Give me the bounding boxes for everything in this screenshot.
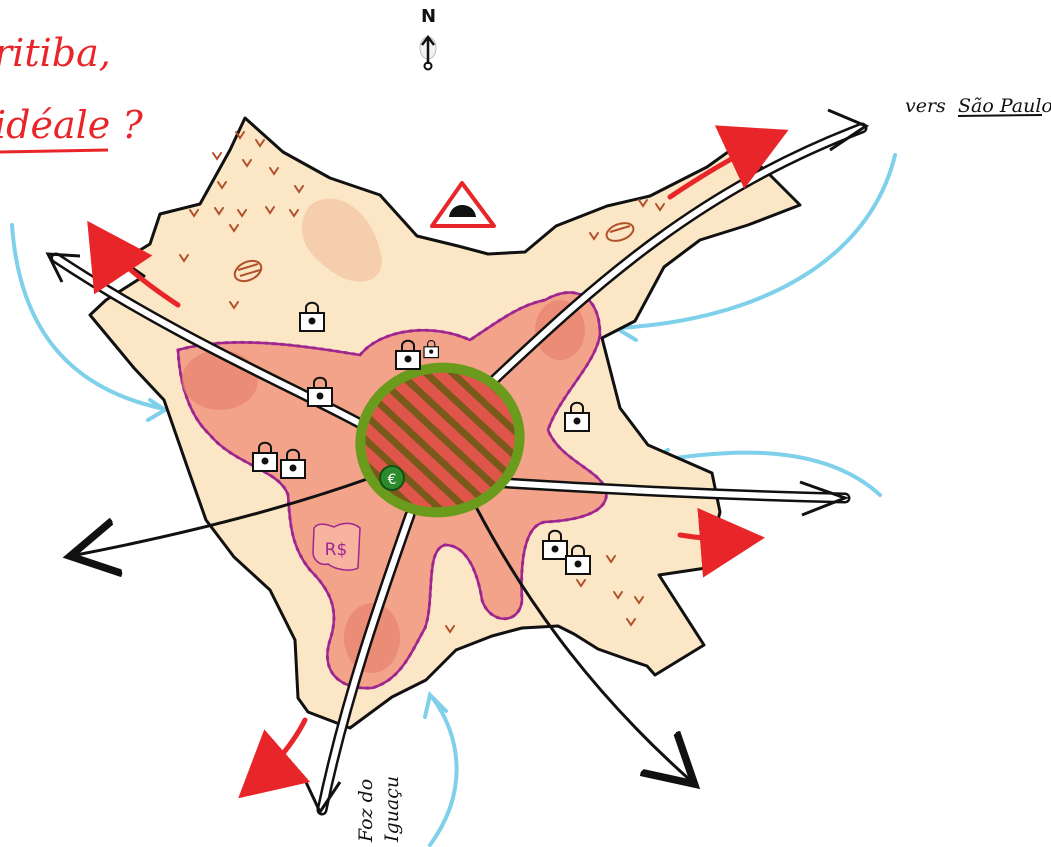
city-core: €	[355, 362, 525, 518]
subcentre-west	[182, 350, 258, 410]
title-underline	[0, 148, 109, 154]
growth-arrow-northeast	[667, 125, 789, 200]
title-line-1: ritiba,	[0, 31, 111, 75]
money-icon: R$	[312, 522, 361, 571]
north-arrow-icon	[421, 34, 435, 64]
growth-arrow-northwest	[87, 220, 181, 308]
park-icon	[379, 465, 405, 491]
destination-city: São Paulo	[958, 95, 1051, 117]
growth-arrow-east	[677, 507, 765, 578]
destination-south-line-1: Foz do	[355, 779, 377, 843]
north-compass: N	[419, 6, 437, 71]
money-symbol: R$	[325, 540, 348, 560]
rural-symbols	[233, 222, 635, 283]
park-symbol: €	[388, 472, 397, 488]
traffic-warning-icon	[430, 181, 496, 228]
growth-arrows	[87, 125, 789, 799]
destination-foz-do-iguacu: Foz do Iguaçu	[355, 776, 403, 843]
peach-zone	[301, 198, 382, 282]
destination-south-line-2: Iguaçu	[381, 776, 403, 843]
lock-icon	[542, 529, 568, 560]
lock-icon	[307, 376, 333, 407]
pressure-arrow-west	[10, 223, 162, 410]
lock-icon	[280, 448, 306, 479]
destination-prefix: vers	[905, 95, 946, 117]
lock-icon	[423, 340, 440, 359]
farmland-marks	[179, 131, 665, 634]
pressure-arrow-south	[428, 695, 459, 847]
gated-communities	[252, 301, 591, 575]
title-line-2: idéale ?	[0, 103, 143, 147]
lock-icon	[299, 301, 325, 332]
map-title: ritiba, idéale ?	[0, 31, 143, 154]
growth-arrow-southwest	[238, 717, 311, 799]
secondary-roads	[76, 476, 690, 780]
lock-icon	[395, 339, 421, 370]
pressure-arrow-northeast	[616, 153, 897, 330]
lock-icon	[252, 441, 278, 472]
north-label: N	[421, 6, 436, 27]
lock-icon	[565, 544, 591, 575]
lock-icon	[564, 401, 590, 432]
destination-sao-paulo: vers São Paulo	[905, 95, 1051, 117]
